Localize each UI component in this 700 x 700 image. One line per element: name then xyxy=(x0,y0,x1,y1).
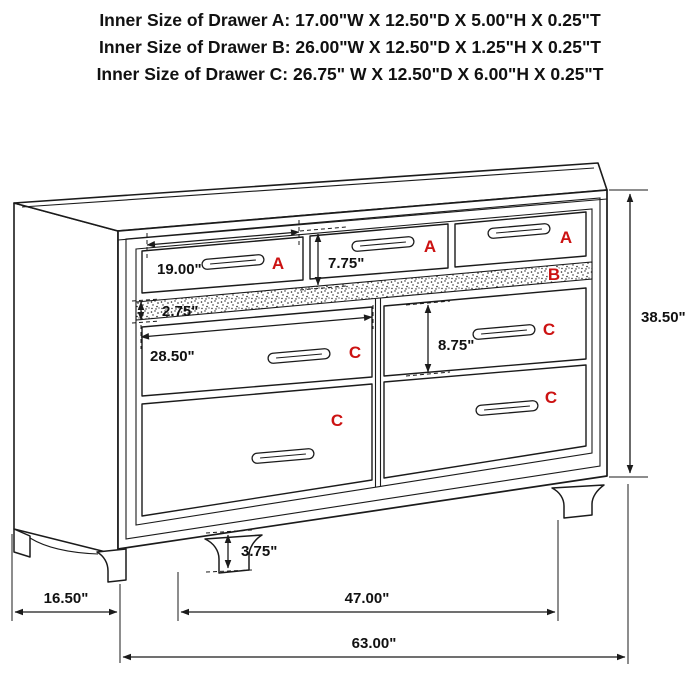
side-panel xyxy=(13,202,119,556)
handle-groove xyxy=(210,259,256,265)
right-foot xyxy=(551,484,605,519)
handle-groove xyxy=(496,228,542,234)
dimension-value: 47.00" xyxy=(345,590,390,607)
dimension-value: 38.50" xyxy=(641,309,686,326)
header-line-a: Inner Size of Drawer A: 17.00"W X 12.50"… xyxy=(99,10,601,30)
drawer-c-lower-left-front xyxy=(141,383,373,517)
extension-tick xyxy=(299,226,347,232)
dimension-annotations: 19.00" 7.75" 2.75" 28.50" 8.75" xyxy=(11,189,686,664)
drawer-c-lower-left-handle xyxy=(251,448,315,464)
drawer-c-lower-left-label: C xyxy=(331,411,343,430)
header: Inner Size of Drawer A: 17.00"W X 12.50"… xyxy=(97,10,604,84)
drawer-b-label: B xyxy=(548,265,560,284)
drawer-a2-handle xyxy=(351,236,415,252)
side-skirt-line xyxy=(29,537,99,555)
top-surface-inner-line xyxy=(21,167,595,208)
drawer-letters: A A A B C C C C xyxy=(270,227,573,432)
dimension-value: 7.75" xyxy=(328,255,364,272)
header-line-c: Inner Size of Drawer C: 26.75" W X 12.50… xyxy=(97,64,604,84)
back-left-foot xyxy=(13,528,31,558)
dresser-drawing xyxy=(13,162,608,583)
drawer-a1-label: A xyxy=(272,254,284,273)
drawer-c-upper-left-label: C xyxy=(349,343,361,362)
handle-groove xyxy=(481,329,527,335)
drawer-c-upper-left-handle xyxy=(267,348,331,364)
front-frame-inner xyxy=(135,208,593,526)
extension-tick xyxy=(131,298,161,302)
handle-groove xyxy=(276,353,322,359)
dim-leg-span: 47.00" xyxy=(177,520,559,621)
extension-tick xyxy=(405,300,451,306)
dimension-value: 8.75" xyxy=(438,337,474,354)
drawer-c-lower-right-front xyxy=(383,364,587,479)
dimension-value: 28.50" xyxy=(150,348,195,365)
handle-groove xyxy=(360,241,406,247)
handle-groove xyxy=(484,405,530,411)
dimension-value: 3.75" xyxy=(241,543,277,560)
handle-groove xyxy=(260,453,306,459)
dim-foot-height: 3.75" xyxy=(205,529,277,573)
dimension-value: 2.75" xyxy=(162,303,198,320)
drawer-a2-label: A xyxy=(424,237,436,256)
drawer-c-lower-right-label: C xyxy=(545,388,557,407)
drawer-a3-label: A xyxy=(560,228,572,247)
dimension-arrow xyxy=(140,314,373,340)
drawer-b-front xyxy=(135,261,593,321)
drawer-a3-handle xyxy=(487,223,551,239)
dimension-value: 16.50" xyxy=(44,590,89,607)
front-left-foot xyxy=(96,548,127,583)
drawer-c-upper-right-handle xyxy=(472,324,536,340)
extension-tick xyxy=(405,371,451,377)
dimension-arrow xyxy=(146,229,300,248)
drawer-a1-handle xyxy=(201,254,265,270)
dim-overall-width: 63.00" xyxy=(122,484,629,664)
dimension-value: 63.00" xyxy=(352,635,397,652)
drawer-c-upper-right-label: C xyxy=(543,320,555,339)
dim-overall-height: 38.50" xyxy=(609,189,686,478)
drawer-a3-front xyxy=(454,211,587,268)
extension-tick xyxy=(205,569,253,573)
dim-drawer-c-width: 28.50" xyxy=(140,305,374,365)
dimension-value: 19.00" xyxy=(157,261,202,278)
drawer-c-lower-right-handle xyxy=(475,400,539,416)
header-line-b: Inner Size of Drawer B: 26.00"W X 12.50"… xyxy=(99,37,601,57)
extension-tick xyxy=(205,529,253,534)
dim-side-depth: 16.50" xyxy=(11,534,121,663)
front-frame-mid xyxy=(125,197,601,540)
extension-tick xyxy=(299,285,347,291)
dim-drawer-a-height: 7.75" xyxy=(299,226,364,291)
drawer-a2-front xyxy=(309,223,449,280)
dim-drawer-c-height: 8.75" xyxy=(405,300,474,377)
dim-drawer-a-width: 19.00" xyxy=(146,220,300,278)
